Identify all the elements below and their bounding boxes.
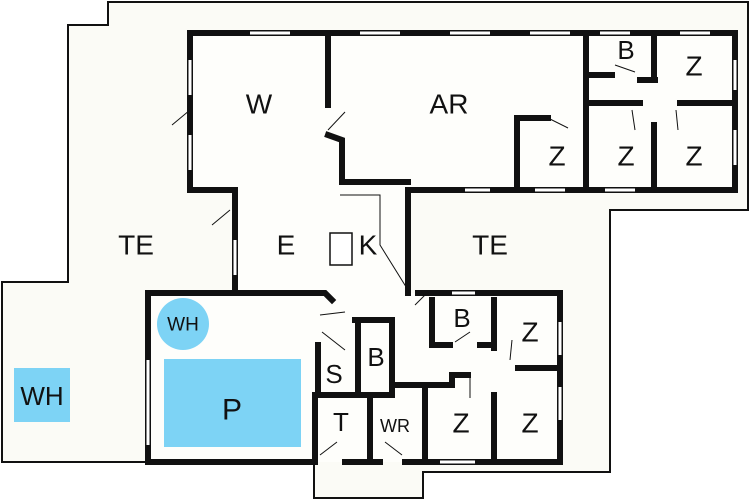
doors — [171, 64, 679, 456]
windows — [146, 31, 737, 464]
pool — [164, 359, 301, 447]
room-label-e: E — [277, 230, 296, 261]
label-p: P — [222, 394, 242, 427]
kitchen-counter — [329, 232, 353, 266]
room-label-b-mid: B — [367, 342, 384, 372]
whirlpool-inner — [157, 298, 209, 350]
room-label-b-low: B — [453, 303, 470, 333]
room-label-wr: WR — [380, 416, 410, 436]
room-label-te-right: TE — [472, 230, 508, 261]
room-label-z5: Z — [521, 317, 538, 348]
room-label-te-left: TE — [118, 230, 154, 261]
walls — [145, 30, 738, 465]
room-label-z7: Z — [521, 408, 538, 439]
room-label-s: S — [325, 359, 342, 389]
label-wh-inner: WH — [167, 315, 199, 336]
room-label-w: W — [246, 89, 273, 120]
room-label-t: T — [333, 407, 349, 437]
room-label-ar: AR — [430, 89, 469, 120]
label-wh-outer: WH — [20, 381, 63, 411]
room-label-z4: Z — [685, 141, 702, 172]
room-label-k: K — [359, 230, 378, 261]
room-label-z2: Z — [548, 141, 565, 172]
room-label-z3: Z — [617, 141, 634, 172]
room-label-z6: Z — [452, 408, 469, 439]
whirlpool-outer — [14, 368, 70, 422]
room-label-z1: Z — [685, 51, 702, 82]
room-label-b-top: B — [617, 35, 634, 65]
